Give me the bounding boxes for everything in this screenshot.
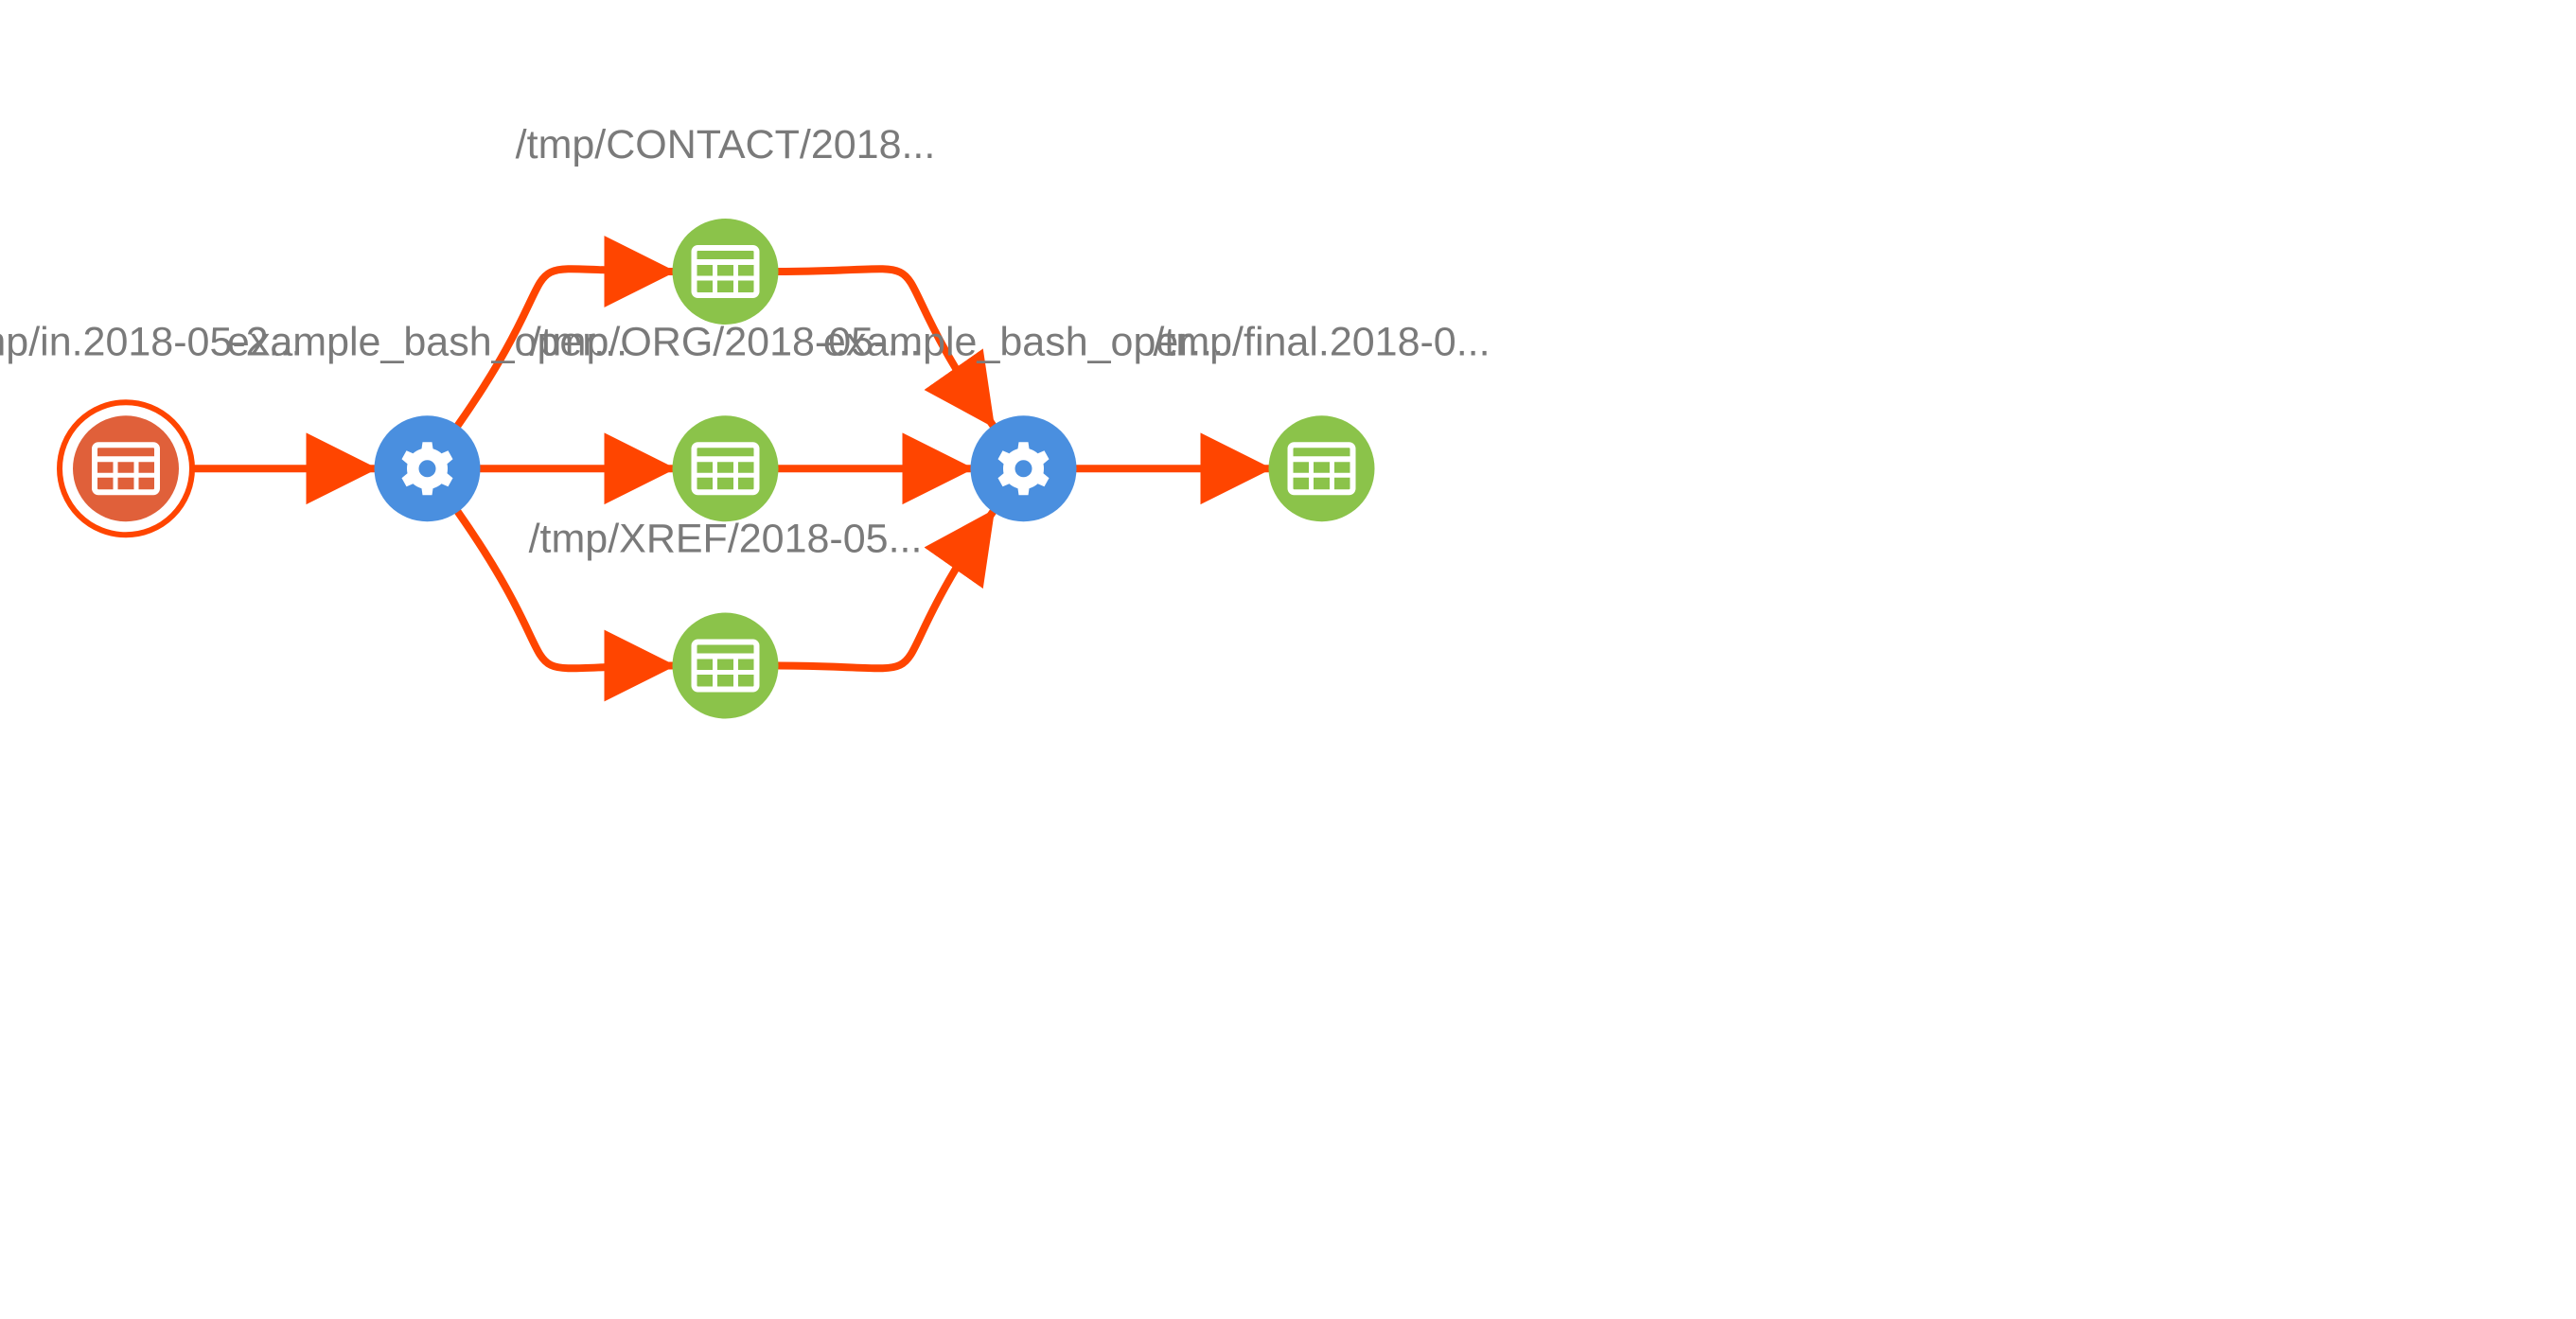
node-label-job2: example_bash_oper... <box>823 319 1224 364</box>
node-org[interactable] <box>672 415 779 522</box>
node-label-org: /tmp/ORG/2018-05-... <box>530 319 921 364</box>
edge-job1-to-contact <box>453 235 677 430</box>
node-in[interactable] <box>57 399 195 538</box>
node-label-contact: /tmp/CONTACT/2018... <box>516 122 936 167</box>
node-label-job1: example_bash_oper... <box>227 319 627 364</box>
dataset-node-circle <box>1268 415 1375 522</box>
labels-layer: /tmp/in.2018-05-2...example_bash_oper...… <box>0 122 1491 562</box>
node-xref[interactable] <box>672 612 779 719</box>
node-final[interactable] <box>1268 415 1375 522</box>
node-job1[interactable] <box>374 415 481 522</box>
dataset-node-circle <box>672 219 779 325</box>
gear-icon <box>401 442 453 496</box>
node-job2[interactable] <box>970 415 1077 522</box>
dataset-node-circle <box>73 415 179 522</box>
edge-contact-to-job2 <box>774 265 997 430</box>
nodes-layer <box>57 219 1375 719</box>
node-label-in: /tmp/in.2018-05-2... <box>0 319 302 364</box>
node-label-final: /tmp/final.2018-0... <box>1153 319 1490 364</box>
edges-layer <box>175 235 1273 702</box>
node-contact[interactable] <box>672 219 779 325</box>
edge-job1-to-xref <box>453 508 677 702</box>
gear-icon <box>997 442 1050 496</box>
dataset-node-circle <box>672 415 779 522</box>
edge-xref-to-job2 <box>774 508 997 673</box>
dataset-node-circle <box>672 612 779 719</box>
node-label-xref: /tmp/XREF/2018-05... <box>529 517 923 562</box>
